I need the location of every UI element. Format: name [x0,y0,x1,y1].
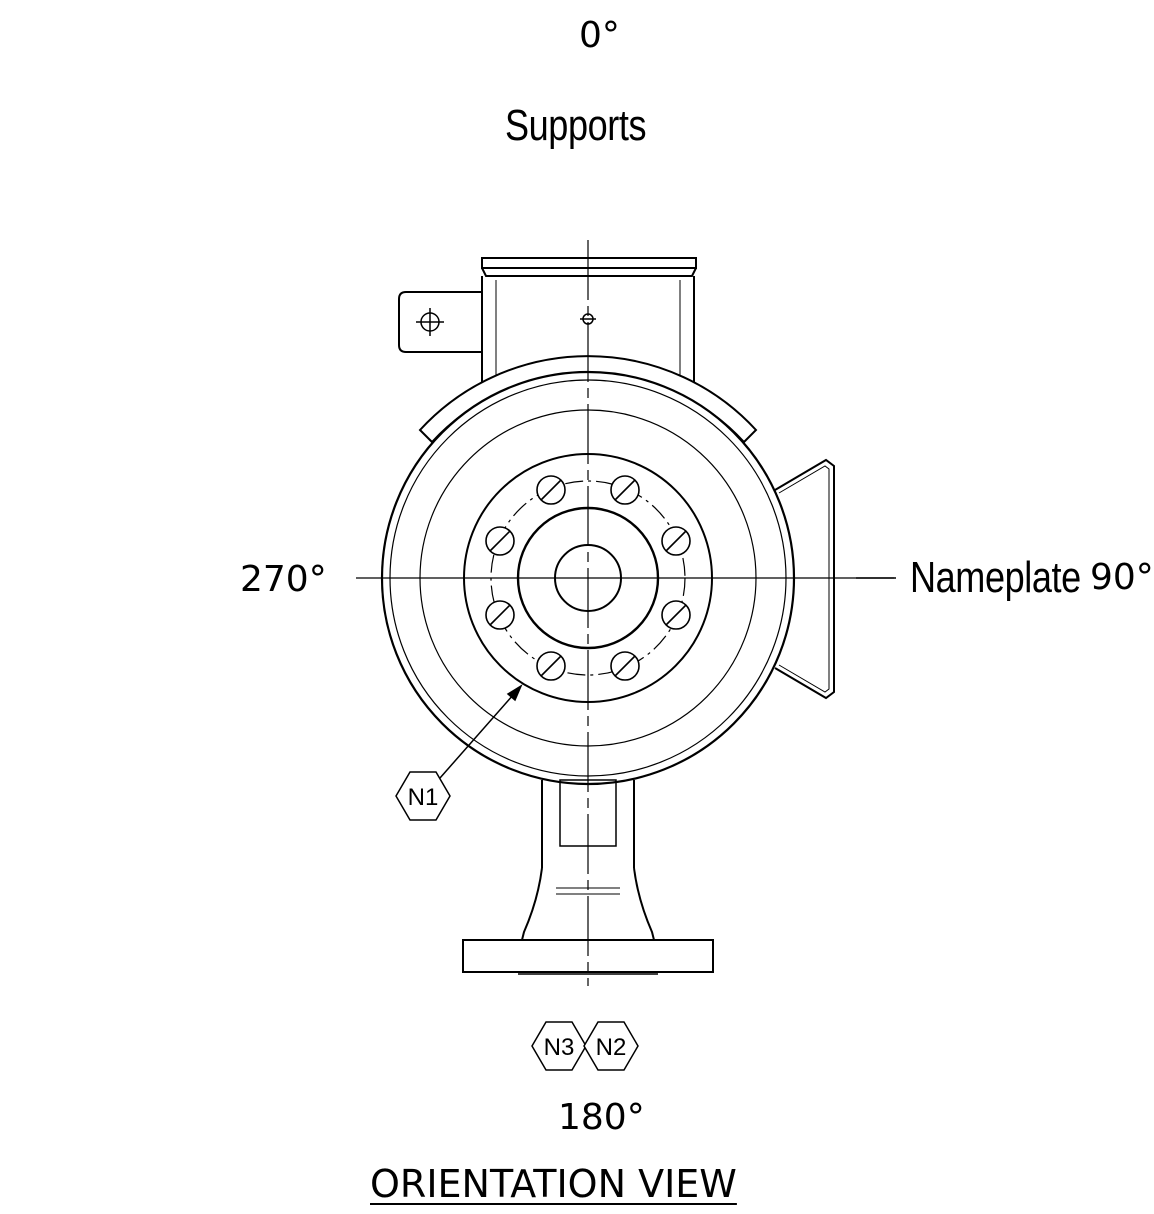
supports-label: Supports [505,101,647,150]
bolt-hole [485,526,515,556]
nameplate-label: Nameplate [910,553,1081,602]
angle-label-0: 0° [579,15,620,56]
bolt-hole [661,526,691,556]
bolt-hole [610,475,640,505]
bolt-hole [485,600,515,630]
bolt-hole [536,475,566,505]
angle-label-90: 90° [1090,557,1154,598]
n1-leader [439,684,523,779]
bolt-holes [485,475,691,681]
lifting-lug [398,291,482,353]
nozzle-tag-n1-text: N1 [408,784,439,811]
nozzle-tag-n1 [395,771,451,821]
centerlines [356,240,894,986]
angle-label-180: 180° [558,1097,645,1138]
top-support-neck [481,257,697,384]
nozzle-tags-n3-n2 [531,1021,639,1071]
bolt-hole [610,651,640,681]
bolt-hole [536,651,566,681]
nozzle-tag-n3-text: N3 [544,1034,575,1061]
bolt-hole [661,600,691,630]
nozzle-tag-n2-text: N2 [596,1034,627,1061]
nameplate-bracket [774,458,835,700]
angle-label-270: 270° [240,559,327,600]
drawing-title: ORIENTATION VIEW [370,1162,737,1206]
